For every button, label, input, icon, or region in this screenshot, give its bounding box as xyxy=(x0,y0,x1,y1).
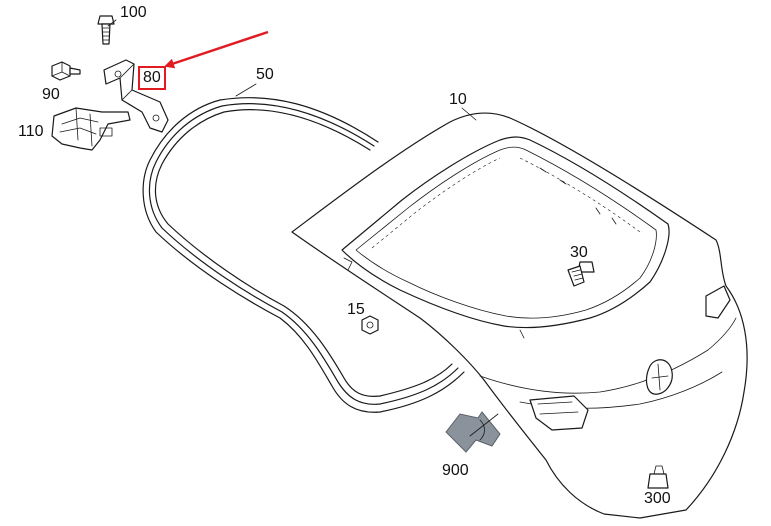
callout-50[interactable]: 50 xyxy=(256,66,274,83)
nut-300 xyxy=(647,465,669,489)
pad-900 xyxy=(445,411,501,453)
callout-100[interactable]: 100 xyxy=(120,4,147,21)
hinge-110 xyxy=(51,107,131,151)
hinge-bracket-80 xyxy=(103,59,169,133)
callout-80-highlighted[interactable]: 80 xyxy=(138,66,166,90)
bolt-30 xyxy=(567,261,595,287)
tailgate-10 xyxy=(291,112,748,519)
nut-15 xyxy=(361,315,379,335)
pointer-arrow xyxy=(164,30,269,69)
bolt-100 xyxy=(97,15,115,45)
callout-30[interactable]: 30 xyxy=(570,244,588,261)
callout-10[interactable]: 10 xyxy=(449,91,467,108)
screw-90 xyxy=(51,61,81,81)
seal-50 xyxy=(142,97,465,413)
callout-90[interactable]: 90 xyxy=(42,86,60,103)
callout-110[interactable]: 110 xyxy=(18,123,44,140)
callout-300[interactable]: 300 xyxy=(644,490,671,507)
callout-15[interactable]: 15 xyxy=(347,301,365,318)
callout-900[interactable]: 900 xyxy=(442,462,469,479)
